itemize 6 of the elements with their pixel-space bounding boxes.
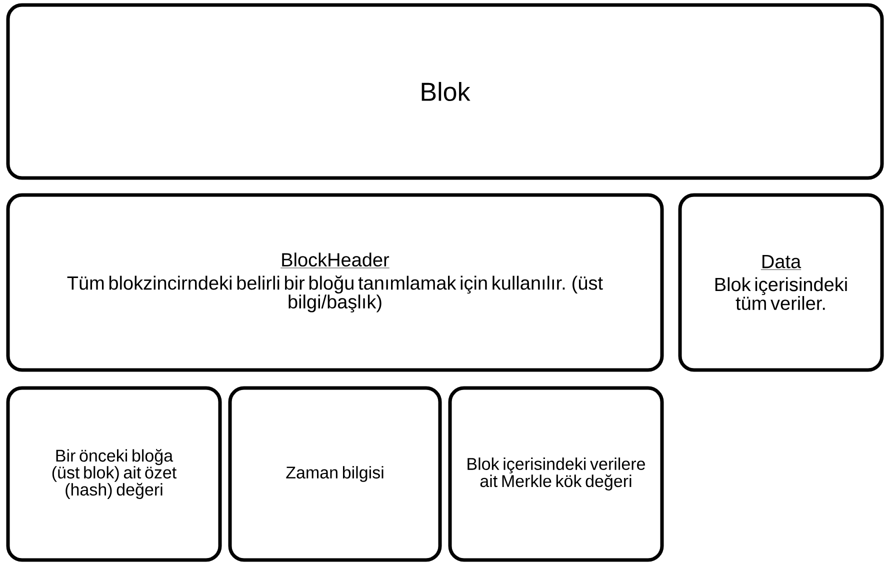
card-box: BlockHeader Tüm blokzincirndeki belirli bir bloğu tanımlamak için kullanılır. (üst bilgi/başlık) bbox=[6, 193, 664, 372]
process-box: Bir önceki bloğa (üst blok) ait özet (hash) değeri bbox=[6, 386, 222, 562]
card-box: Data Blok içerisindeki tüm veriler. bbox=[678, 193, 884, 372]
process-box: Blok içerisindeki verilere ait Merkle kök değeri bbox=[448, 386, 664, 562]
title-box: Blok bbox=[6, 3, 884, 180]
process-box: Zaman bilgisi bbox=[228, 386, 442, 562]
